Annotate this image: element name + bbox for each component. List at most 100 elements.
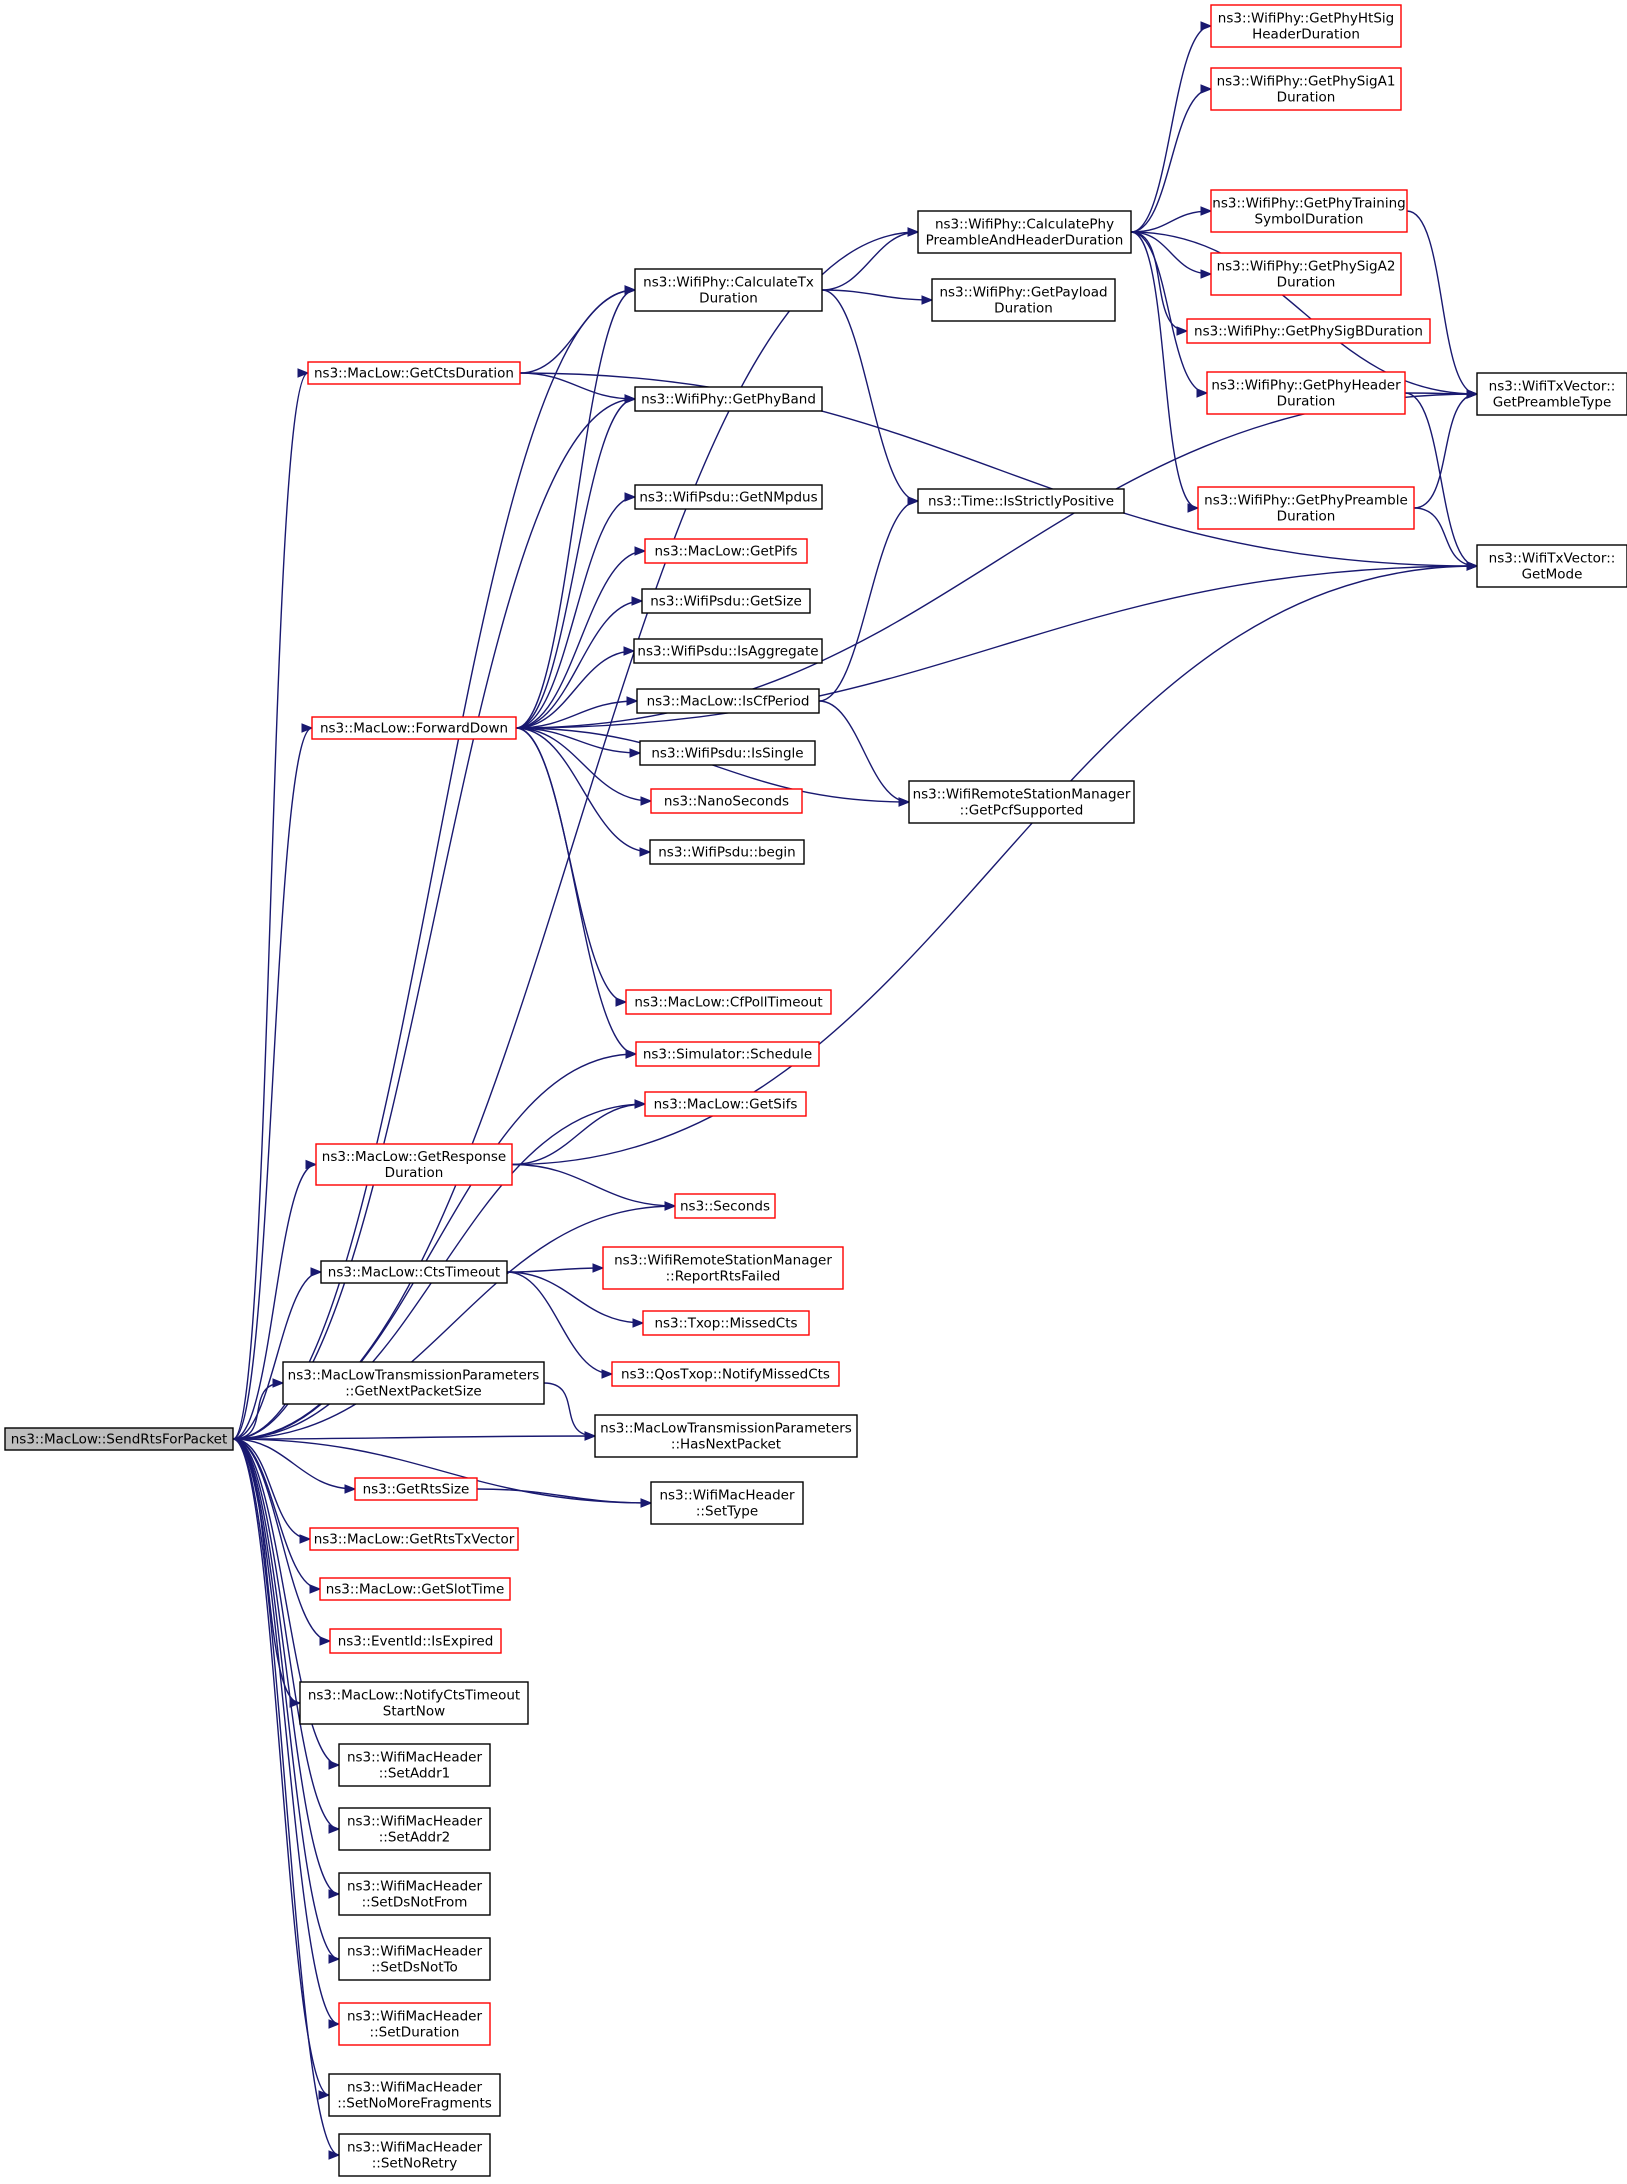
node-label: ns3::WifiMacHeader bbox=[659, 1488, 795, 1504]
node-label: ns3::WifiMacHeader bbox=[347, 1879, 483, 1895]
node-label: HeaderDuration bbox=[1252, 27, 1360, 43]
edge-forwarddown-to-getphyband bbox=[515, 394, 637, 729]
node-label: ns3::QosTxop::NotifyMissedCts bbox=[621, 1367, 830, 1383]
node-label: ns3::MacLow::ForwardDown bbox=[320, 721, 508, 737]
node-label: Duration bbox=[699, 291, 758, 307]
edge-getresponseduration-to-getsifs bbox=[511, 1099, 647, 1166]
edge-calcpreamble-to-getphysiga1 bbox=[1130, 84, 1213, 233]
node-box bbox=[674, 1193, 776, 1219]
node-hasnextpacket[interactable]: ns3::MacLowTransmissionParameters::HasNe… bbox=[594, 1414, 858, 1458]
node-label: SymbolDuration bbox=[1255, 212, 1364, 228]
node-getrtssize[interactable]: ns3::GetRtsSize bbox=[354, 1477, 478, 1501]
node-missedcts[interactable]: ns3::Txop::MissedCts bbox=[642, 1310, 810, 1336]
node-iscfperiod[interactable]: ns3::MacLow::IsCfPeriod bbox=[636, 688, 820, 714]
node-setaddr1[interactable]: ns3::WifiMacHeader::SetAddr1 bbox=[338, 1743, 491, 1787]
node-setdsnotfrom[interactable]: ns3::WifiMacHeader::SetDsNotFrom bbox=[338, 1872, 491, 1916]
edge-calctx-to-isstrictlypositive bbox=[821, 289, 920, 506]
node-label: ::GetPcfSupported bbox=[960, 803, 1084, 819]
node-label: ns3::WifiMacHeader bbox=[347, 2140, 483, 2156]
edge-getphypreamble-to-getpreambletype bbox=[1413, 389, 1479, 509]
node-label: ns3::EventId::IsExpired bbox=[338, 1634, 494, 1650]
node-box bbox=[307, 361, 521, 385]
node-label: ns3::GetRtsSize bbox=[363, 1482, 470, 1498]
node-nanoseconds[interactable]: ns3::NanoSeconds bbox=[650, 788, 803, 814]
edge-getphypreamble-to-getmode bbox=[1413, 507, 1479, 571]
edge-root-to-getrtssize bbox=[232, 1438, 357, 1494]
edge-forwarddown-to-schedule bbox=[515, 727, 638, 1059]
node-box bbox=[282, 1361, 545, 1405]
node-label: ::SetDsNotTo bbox=[371, 1960, 458, 1976]
node-box bbox=[338, 1807, 491, 1851]
node-label: ::ReportRtsFailed bbox=[666, 1269, 781, 1285]
node-label: ns3::WifiPhy::GetPayload bbox=[939, 285, 1107, 301]
node-isstrictlypositive[interactable]: ns3::Time::IsStrictlyPositive bbox=[917, 488, 1125, 514]
node-setnomorefragments[interactable]: ns3::WifiMacHeader::SetNoMoreFragments bbox=[328, 2073, 501, 2117]
node-cfpolltimeout[interactable]: ns3::MacLow::CfPollTimeout bbox=[625, 989, 832, 1015]
edge-calcpreamble-to-getphysigb bbox=[1130, 231, 1189, 336]
node-label: ns3::WifiPhy::GetPhySigBDuration bbox=[1194, 324, 1423, 340]
node-notifymissedcts[interactable]: ns3::QosTxop::NotifyMissedCts bbox=[611, 1361, 840, 1387]
node-box bbox=[338, 1743, 491, 1787]
node-getpifs[interactable]: ns3::MacLow::GetPifs bbox=[644, 538, 808, 564]
edge-calcpreamble-to-getphyheader bbox=[1130, 231, 1209, 398]
edge-forwarddown-to-iscfperiod bbox=[515, 696, 639, 729]
edge-forwarddown-to-issingle bbox=[515, 727, 642, 758]
node-label: ns3::WifiPsdu::begin bbox=[658, 845, 796, 861]
node-getctsduration[interactable]: ns3::MacLow::GetCtsDuration bbox=[307, 361, 521, 385]
node-getphyband[interactable]: ns3::WifiPhy::GetPhyBand bbox=[634, 386, 823, 412]
node-getslottime[interactable]: ns3::MacLow::GetSlotTime bbox=[319, 1577, 511, 1601]
node-calcpreamble[interactable]: ns3::WifiPhy::CalculatePhyPreambleAndHea… bbox=[917, 210, 1132, 254]
node-box bbox=[319, 1577, 511, 1601]
node-getsize[interactable]: ns3::WifiPsdu::GetSize bbox=[641, 588, 811, 614]
node-getnextpacketsize[interactable]: ns3::MacLowTransmissionParameters::GetNe… bbox=[282, 1361, 545, 1405]
node-issingle[interactable]: ns3::WifiPsdu::IsSingle bbox=[639, 740, 816, 766]
node-seconds[interactable]: ns3::Seconds bbox=[674, 1193, 776, 1219]
node-setnoretry[interactable]: ns3::WifiMacHeader::SetNoRetry bbox=[338, 2133, 491, 2177]
node-getpcfsupported[interactable]: ns3::WifiRemoteStationManager::GetPcfSup… bbox=[908, 780, 1135, 824]
node-label: ns3::MacLow::CtsTimeout bbox=[328, 1265, 500, 1281]
edge-getphyheader-to-getmode bbox=[1404, 392, 1479, 571]
node-box bbox=[1476, 372, 1627, 416]
edge-calcpreamble-to-getphytraining bbox=[1130, 206, 1213, 233]
node-ctstimeout[interactable]: ns3::MacLow::CtsTimeout bbox=[320, 1260, 508, 1284]
node-box bbox=[311, 716, 517, 740]
node-getphytraining[interactable]: ns3::WifiPhy::GetPhyTrainingSymbolDurati… bbox=[1210, 189, 1408, 233]
node-label: ns3::MacLow::CfPollTimeout bbox=[634, 995, 822, 1011]
node-label: StartNow bbox=[383, 1704, 445, 1720]
node-isexpired[interactable]: ns3::EventId::IsExpired bbox=[329, 1628, 502, 1654]
node-settype[interactable]: ns3::WifiMacHeader::SetType bbox=[650, 1481, 804, 1525]
node-label: ns3::WifiMacHeader bbox=[347, 2080, 483, 2096]
node-box bbox=[338, 1872, 491, 1916]
node-box bbox=[625, 989, 832, 1015]
edge-getphytraining-to-getpreambletype bbox=[1406, 210, 1479, 399]
node-getnmpdus[interactable]: ns3::WifiPsdu::GetNMpdus bbox=[634, 484, 823, 510]
node-isaggregate[interactable]: ns3::WifiPsdu::IsAggregate bbox=[633, 638, 823, 664]
node-setdsnotto[interactable]: ns3::WifiMacHeader::SetDsNotTo bbox=[338, 1937, 491, 1981]
node-getmode[interactable]: ns3::WifiTxVector::GetMode bbox=[1476, 544, 1627, 588]
node-label: ns3::MacLowTransmissionParameters bbox=[288, 1368, 540, 1384]
node-forwarddown[interactable]: ns3::MacLow::ForwardDown bbox=[311, 716, 517, 740]
node-getpreambletype[interactable]: ns3::WifiTxVector::GetPreambleType bbox=[1476, 372, 1627, 416]
node-getphysigb[interactable]: ns3::WifiPhy::GetPhySigBDuration bbox=[1186, 318, 1431, 344]
edge-getctsduration-to-getphyband bbox=[519, 372, 637, 404]
node-setaddr2[interactable]: ns3::WifiMacHeader::SetAddr2 bbox=[338, 1807, 491, 1851]
node-box bbox=[917, 488, 1125, 514]
edge-root-to-getrtstxvector bbox=[232, 1438, 312, 1544]
node-schedule[interactable]: ns3::Simulator::Schedule bbox=[635, 1041, 820, 1067]
node-begin[interactable]: ns3::WifiPsdu::begin bbox=[649, 839, 805, 865]
node-reportrtsfailed[interactable]: ns3::WifiRemoteStationManager::ReportRts… bbox=[602, 1246, 844, 1290]
node-root[interactable]: ns3::MacLow::SendRtsForPacket bbox=[4, 1427, 234, 1451]
node-box bbox=[1210, 189, 1408, 233]
node-getrtstxvector[interactable]: ns3::MacLow::GetRtsTxVector bbox=[309, 1527, 519, 1551]
node-setduration[interactable]: ns3::WifiMacHeader::SetDuration bbox=[338, 2002, 491, 2046]
node-getsifs[interactable]: ns3::MacLow::GetSifs bbox=[644, 1091, 807, 1117]
